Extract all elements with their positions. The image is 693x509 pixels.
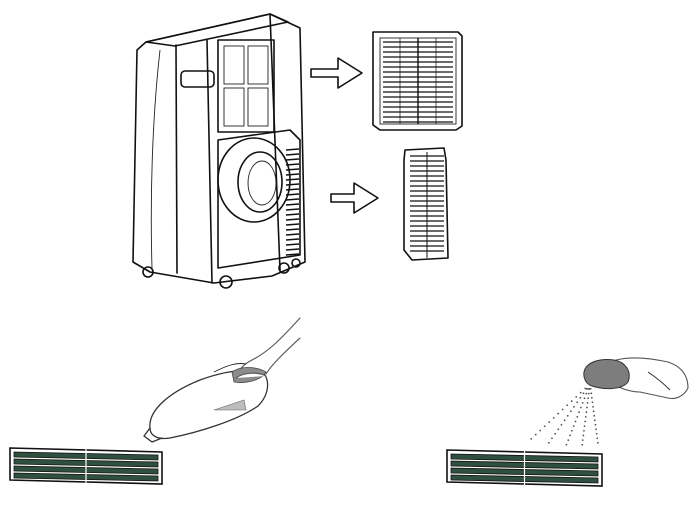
lower-filter-icon (403, 147, 449, 261)
spray-nozzle-icon (530, 357, 689, 446)
upper-filter-icon (372, 31, 463, 131)
vacuum-cleaner-icon (143, 317, 301, 443)
filter-panel-icon (446, 449, 603, 487)
air-conditioner-icon (132, 13, 306, 289)
arrow-right-icon (310, 57, 363, 89)
filter-panel-icon (9, 447, 163, 485)
arrow-right-icon (330, 182, 379, 214)
